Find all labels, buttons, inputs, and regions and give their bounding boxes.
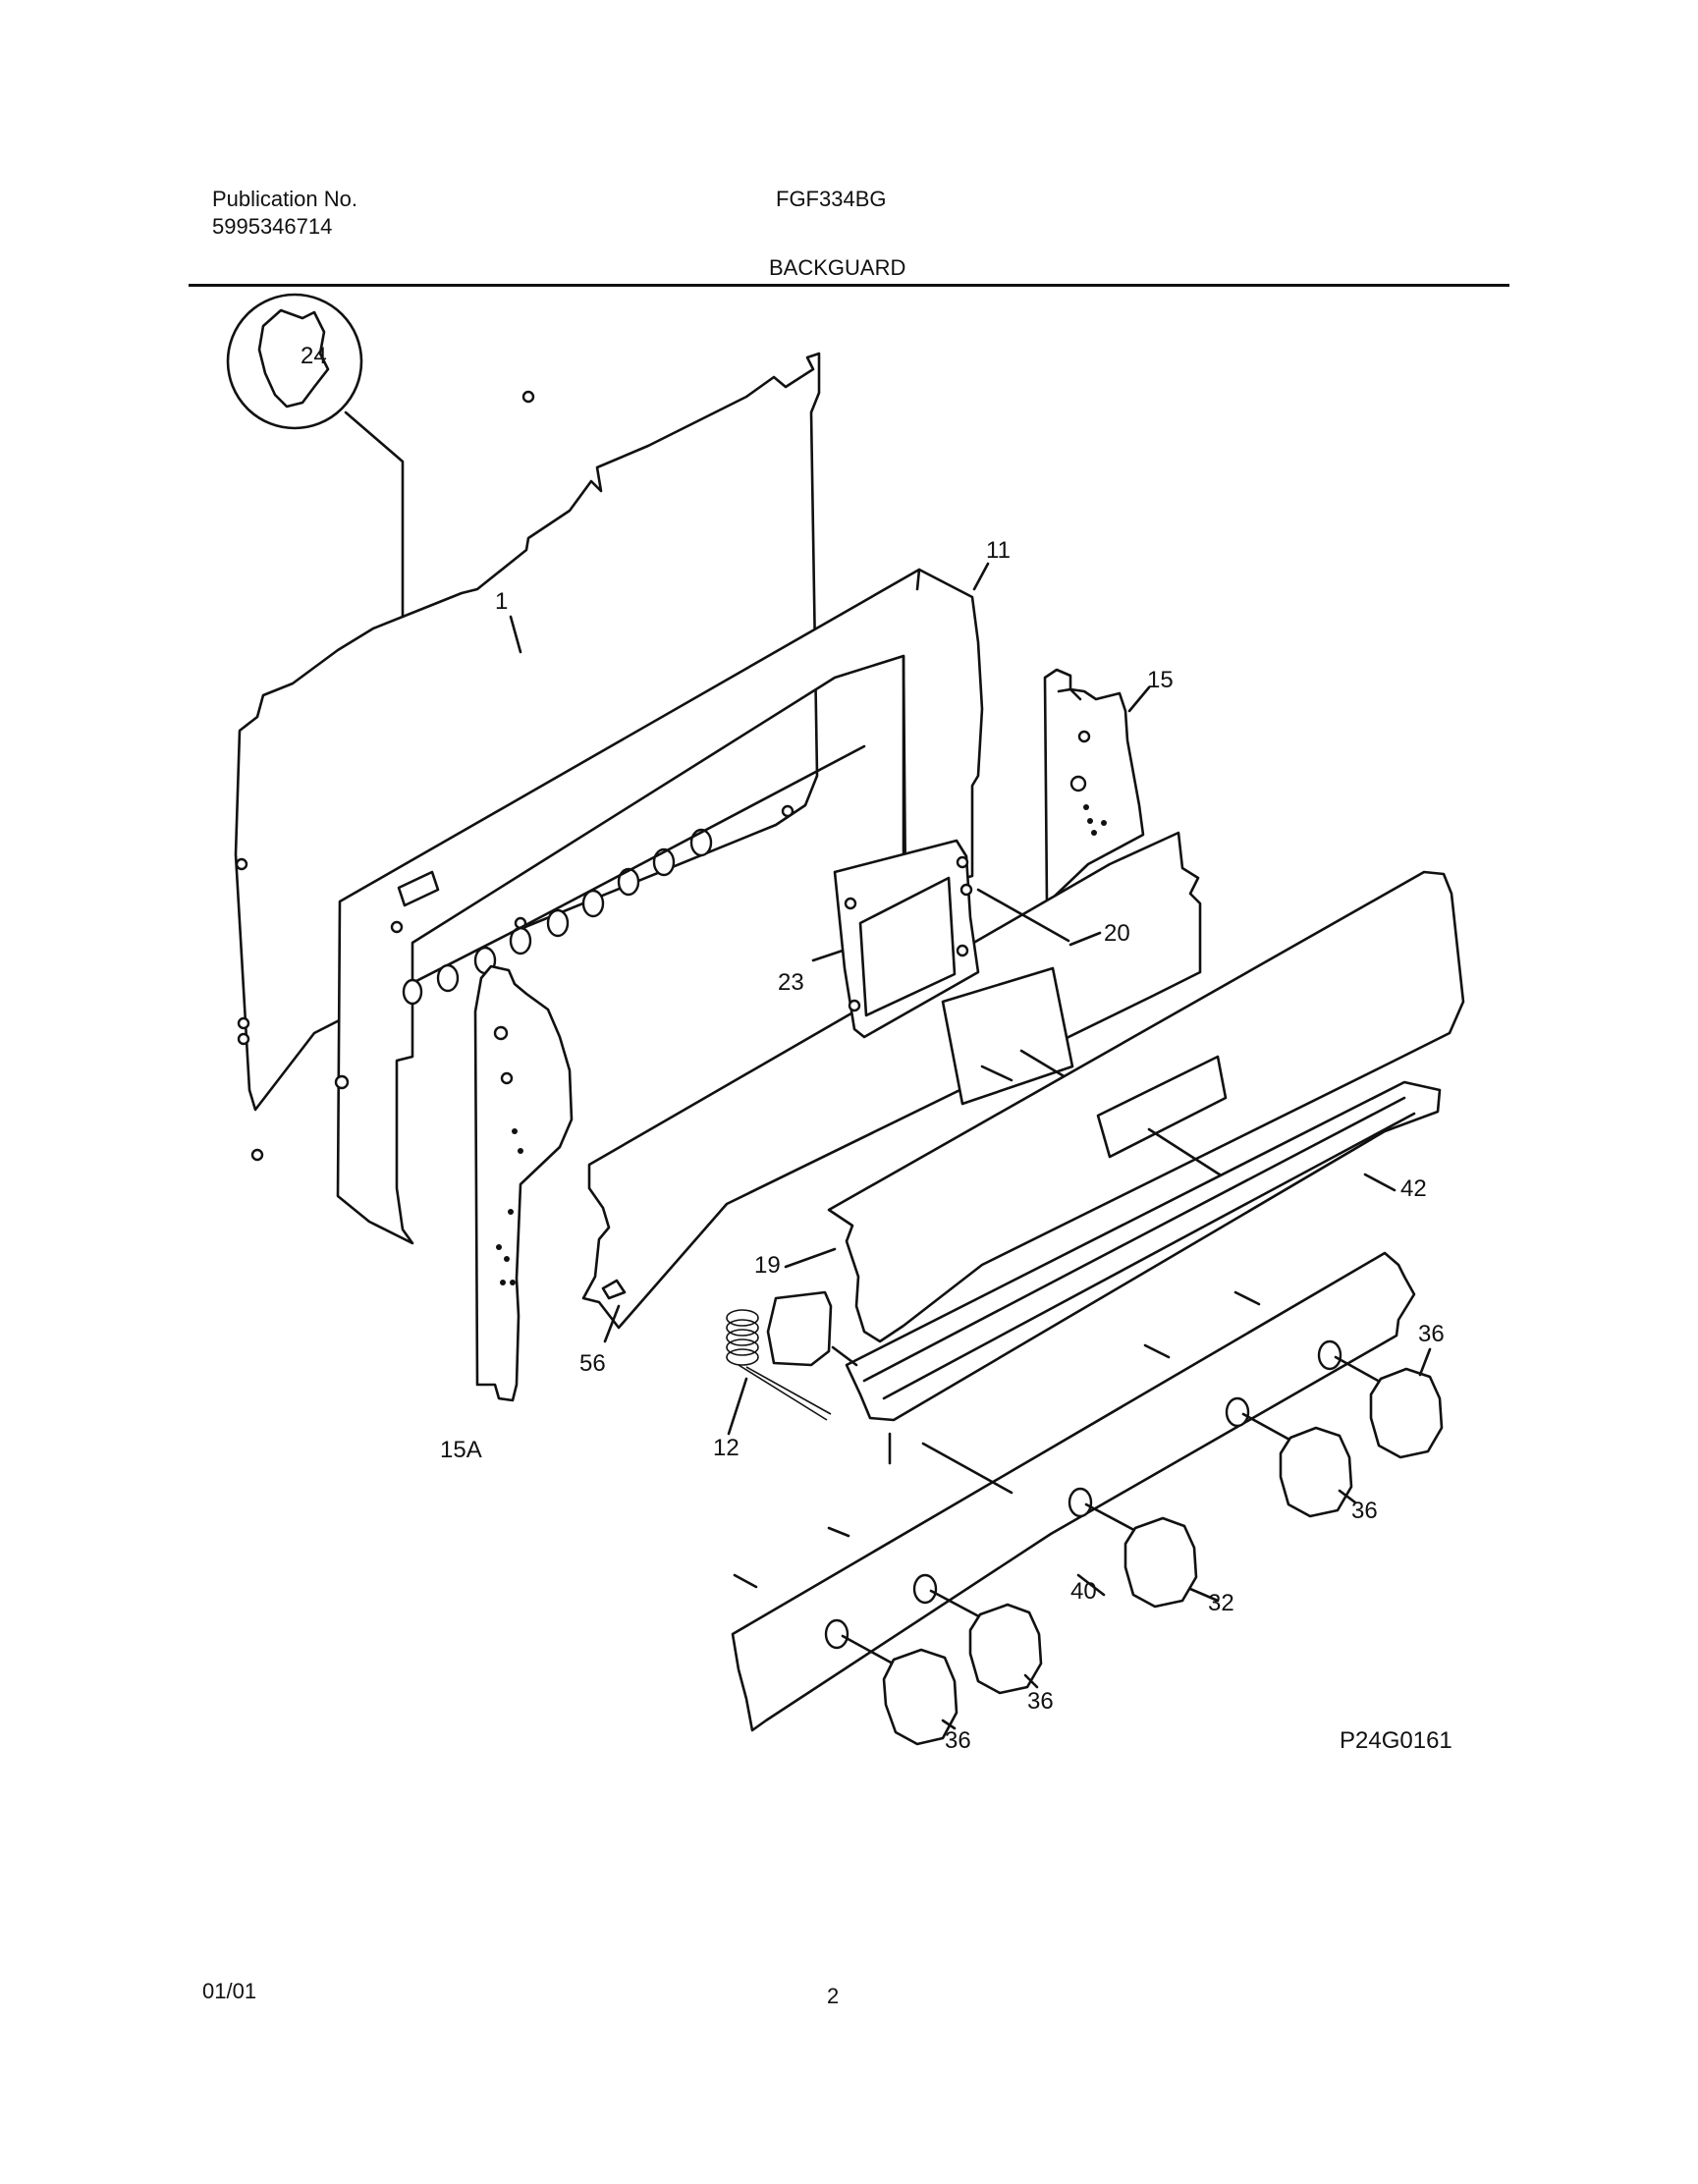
callout-24: 24: [301, 343, 327, 369]
callout-40: 40: [1070, 1578, 1097, 1605]
callout-15: 15: [1147, 667, 1174, 693]
part-24-detail-circle: [226, 293, 405, 640]
part-15-right-bracket: [1043, 668, 1145, 905]
publication-label: Publication No.: [212, 187, 357, 211]
part-42-trim-strip: [845, 1080, 1442, 1465]
knob-36-b: [929, 1589, 1043, 1695]
leader-lines: [509, 562, 1432, 1730]
control-holes: [334, 828, 713, 1090]
callout-1: 1: [495, 588, 508, 615]
part-11-backguard-frame: [334, 568, 984, 1245]
model-number: FGF334BG: [776, 187, 887, 211]
knob-36-c: [1241, 1412, 1353, 1518]
part-40-manifold-panel: [731, 1251, 1416, 1732]
publication-number: 5995346714: [212, 214, 333, 239]
header-rule: [189, 284, 1509, 287]
part-23-clock-bracket: [833, 839, 1070, 1039]
knob-32: [1084, 1502, 1198, 1609]
callout-labels: 24 1 11 15 23 20 42 19 56 15A 12 36 36 3…: [301, 343, 1452, 1754]
callout-36-c: 36: [1351, 1498, 1378, 1524]
callout-32: 32: [1208, 1590, 1234, 1616]
part-56-rear-control-panel: [581, 831, 1202, 1330]
knob-36-d: [1334, 1355, 1444, 1459]
part-19-front-control-panel: [827, 870, 1465, 1343]
footer-date: 01/01: [202, 1979, 257, 2003]
drawing-number: P24G0161: [1340, 1727, 1452, 1754]
callout-15A: 15A: [440, 1437, 482, 1463]
callout-36-a: 36: [945, 1727, 971, 1754]
part-12-spark-module: [726, 1290, 858, 1421]
page-number: 2: [827, 1984, 840, 2008]
knob-36-a: [841, 1634, 959, 1746]
callout-36-b: 36: [1027, 1688, 1054, 1715]
spring-coil: [726, 1309, 759, 1366]
section-title: BACKGUARD: [769, 255, 906, 280]
callout-19: 19: [754, 1252, 781, 1279]
callout-56: 56: [579, 1350, 606, 1377]
part-15A-left-bracket: [473, 964, 574, 1402]
callout-12: 12: [713, 1435, 739, 1461]
callout-42: 42: [1400, 1175, 1427, 1202]
callout-36-d: 36: [1418, 1321, 1445, 1347]
control-knobs: [841, 1355, 1444, 1746]
callout-20: 20: [1104, 920, 1130, 947]
callout-23: 23: [778, 969, 804, 996]
callout-11: 11: [986, 537, 1011, 564]
